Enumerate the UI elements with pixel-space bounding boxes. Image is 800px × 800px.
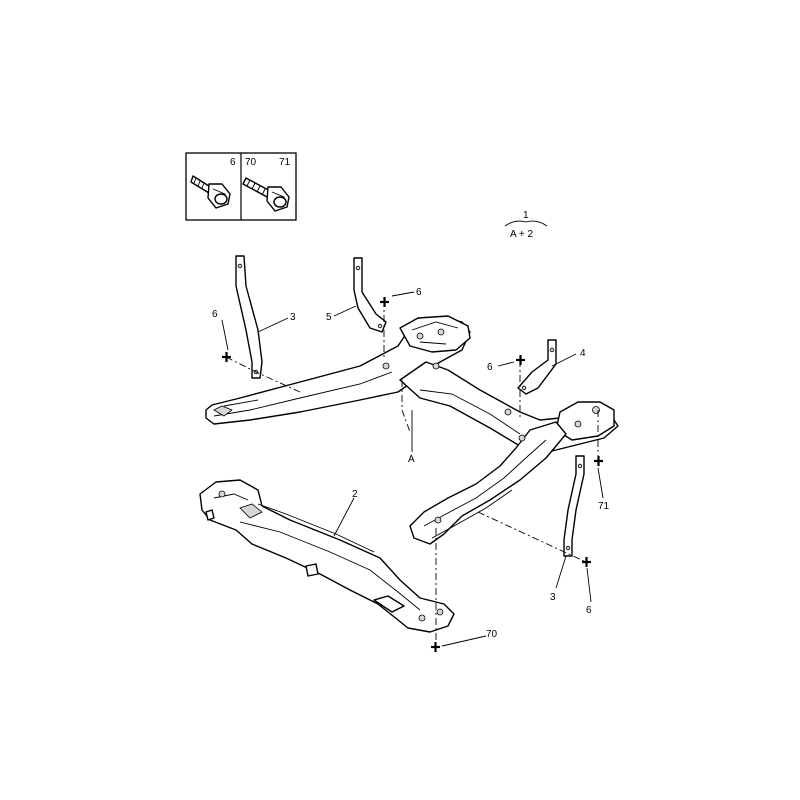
callout-labels: 6 3 5 6 6 4 2 A 71 3 6 70 bbox=[212, 287, 610, 640]
callout-rail-3-left: 3 bbox=[290, 312, 296, 323]
callout-bracket-5: 5 bbox=[326, 312, 332, 323]
rail-3-left bbox=[235, 255, 263, 379]
callout-bracket-4: 4 bbox=[580, 348, 586, 359]
screw-markers bbox=[222, 297, 603, 652]
legend-bottom: A + 2 bbox=[510, 229, 534, 240]
leader-lines bbox=[221, 291, 604, 647]
fastener-label-6: 6 bbox=[230, 157, 236, 168]
alignment-lines bbox=[225, 300, 599, 648]
callout-subframe-A: A bbox=[408, 454, 415, 465]
rail-3-right bbox=[563, 455, 585, 557]
screw-marker-bottom-right bbox=[582, 557, 591, 567]
screw-marker-71 bbox=[594, 456, 603, 466]
bracket-5 bbox=[353, 257, 387, 333]
fastener-reference-box: 6 70 71 bbox=[185, 152, 297, 221]
callout-screw-mid: 6 bbox=[487, 362, 493, 373]
fastener-label-71: 71 bbox=[279, 157, 291, 168]
callout-screw-71: 71 bbox=[598, 501, 610, 512]
callout-rail-3-right: 3 bbox=[550, 592, 556, 603]
callout-screw-left: 6 bbox=[212, 309, 218, 320]
callout-screw-bottom-right: 6 bbox=[586, 605, 592, 616]
subframe-A bbox=[205, 315, 619, 545]
subframe-right-arm bbox=[409, 421, 567, 545]
screw-70-icon bbox=[242, 177, 290, 212]
callout-screw-top: 6 bbox=[416, 287, 422, 298]
fastener-label-70: 70 bbox=[245, 157, 257, 168]
screw-6-icon bbox=[190, 175, 231, 209]
subframe-front-left-plate bbox=[399, 315, 471, 353]
bracket-4 bbox=[517, 339, 557, 395]
screw-marker-70 bbox=[431, 642, 440, 652]
screw-marker-top bbox=[380, 297, 389, 307]
callout-crossmember-2: 2 bbox=[352, 489, 358, 500]
legend-top: 1 bbox=[523, 210, 529, 221]
screw-marker-mid bbox=[516, 355, 525, 365]
legend-brace bbox=[504, 220, 548, 227]
callout-screw-70: 70 bbox=[486, 629, 498, 640]
crossmember-body bbox=[199, 479, 455, 633]
crossmember-2 bbox=[199, 479, 455, 633]
assembly-legend: 1 A + 2 bbox=[504, 210, 548, 240]
screw-marker-left bbox=[222, 352, 231, 362]
